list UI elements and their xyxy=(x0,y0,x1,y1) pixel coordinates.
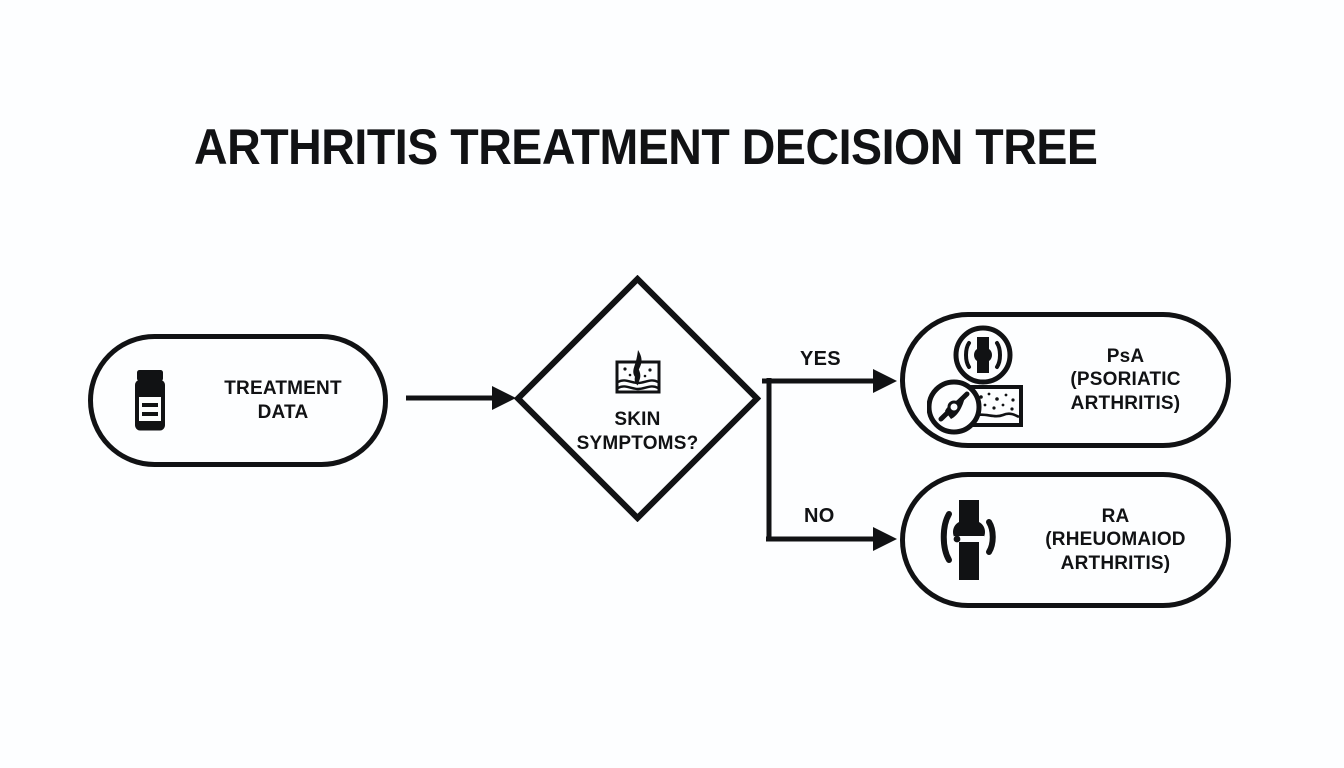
label-line-1: TREATMENT xyxy=(224,378,342,400)
node-treatment-data-label: TREATMENT DATA xyxy=(189,377,377,423)
node-ra[interactable]: RA (RHEUOMAIOD ARTHRITIS) xyxy=(900,472,1231,608)
label-line-3: ARTHRITIS) xyxy=(1060,552,1171,574)
diamond-outline xyxy=(514,275,761,522)
label-line-1: RA xyxy=(1101,506,1130,528)
label-line-2: (PSORIATIC xyxy=(1070,369,1181,391)
lesion-badge xyxy=(927,379,982,435)
node-treatment-data[interactable]: TREATMENT DATA xyxy=(88,334,388,467)
label-line-2: (RHEUOMAIOD xyxy=(1045,529,1186,551)
label-line-1: PsA xyxy=(1106,346,1145,368)
edge-start-to-decision xyxy=(406,386,516,410)
joint-and-skin-patch-icon xyxy=(927,325,1023,435)
label-line-1: SKIN xyxy=(614,409,661,431)
edge-label-yes: YES xyxy=(800,348,841,370)
bone-joint-icon xyxy=(940,500,996,580)
node-ra-label: RA (RHEUOMAIOD ARTHRITIS) xyxy=(1015,505,1216,575)
node-skin-symptoms[interactable]: SKIN SYMPTOMS? xyxy=(514,275,761,522)
label-line-2: SYMPTOMS? xyxy=(576,432,699,454)
page-title: ARTHRITIS TREATMENT DECISION TREE xyxy=(194,119,1098,175)
edge-label-no: NO xyxy=(804,505,835,527)
skin-irritation-icon xyxy=(615,350,660,394)
node-psa[interactable]: PsA (PSORIATIC ARTHRITIS) xyxy=(900,312,1231,448)
pill-bottle-icon xyxy=(135,369,165,430)
label-line-3: ARTHRITIS) xyxy=(1070,392,1181,414)
node-skin-symptoms-label: SKIN SYMPTOMS? xyxy=(577,408,699,454)
joint-badge xyxy=(953,325,1013,385)
label-line-2: DATA xyxy=(257,401,309,423)
edge-decision-to-psa xyxy=(762,369,897,393)
node-psa-label: PsA (PSORIATIC ARTHRITIS) xyxy=(1035,345,1216,415)
